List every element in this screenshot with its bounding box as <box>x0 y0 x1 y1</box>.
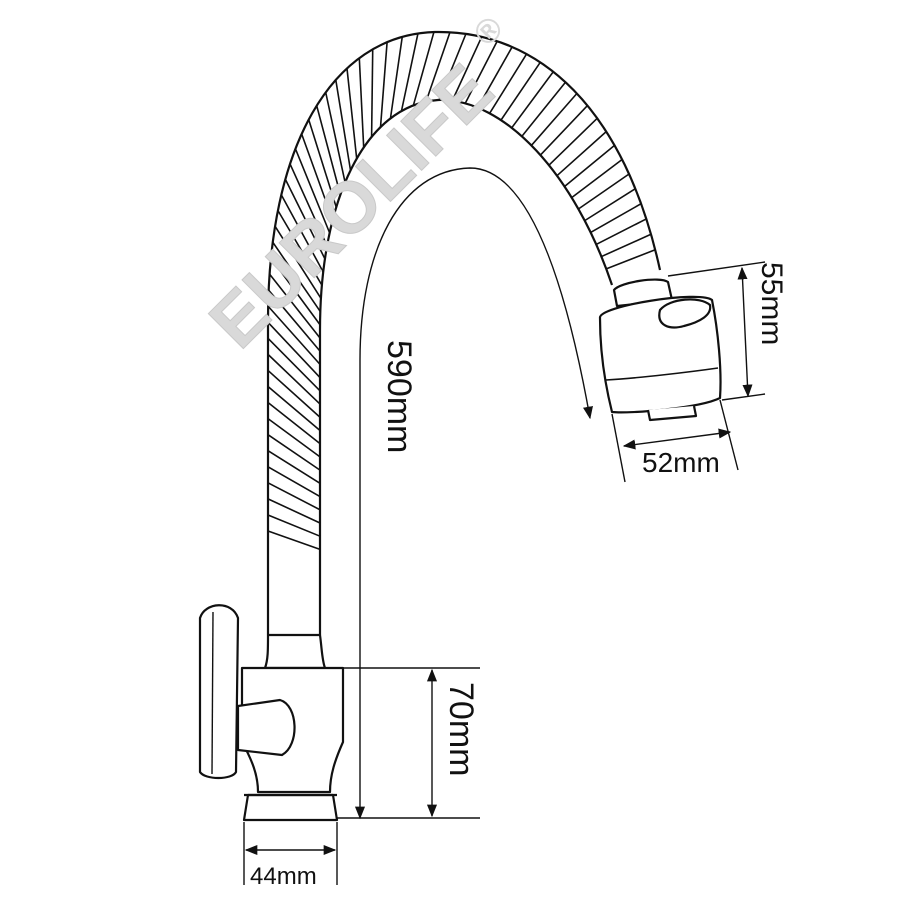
hose-rib <box>438 33 467 101</box>
hose-rib <box>605 249 656 270</box>
faucet-drawing <box>198 30 722 822</box>
label-body-height: 70mm <box>442 682 480 776</box>
label-head-height: 55mm <box>755 262 788 345</box>
hose-rib <box>268 289 321 352</box>
hose-rib <box>267 466 321 498</box>
watermark-brand: EUROLIFE <box>195 49 509 363</box>
label-head-width: 52mm <box>642 447 720 478</box>
watermark-registered-mark: ® <box>466 9 511 54</box>
hose-rib <box>324 92 346 183</box>
hose-rib <box>267 498 321 524</box>
hose-rib <box>379 42 388 128</box>
dim-head-top-ext <box>667 261 766 277</box>
hose-rib <box>267 417 321 458</box>
hose-rib <box>277 210 323 286</box>
hose-rib <box>267 353 321 405</box>
hose-rib <box>488 53 528 114</box>
spray-head-body <box>598 295 722 414</box>
hose-rib <box>539 105 589 156</box>
base-flange <box>242 793 339 822</box>
lever-handle[interactable] <box>198 604 240 780</box>
hose-rib <box>270 257 321 326</box>
dim-total-height-line <box>354 167 593 820</box>
hose-rib <box>267 385 321 432</box>
watermark: EUROLIFE ® <box>194 9 511 364</box>
hose-rib <box>307 119 337 208</box>
hose-rib <box>590 203 642 234</box>
hose-rib <box>477 46 513 109</box>
hose-rib <box>334 79 352 171</box>
hose-rib <box>272 241 321 312</box>
dimension-labels: 590mm 70mm 44mm 55mm 52mm <box>250 262 788 890</box>
hose-rib <box>548 117 598 166</box>
hose-corrugation <box>267 31 656 551</box>
dim-head-bottom-ext <box>721 393 766 401</box>
hose-rib <box>346 68 358 159</box>
hose-rib <box>511 71 554 129</box>
hose-rib <box>370 49 374 137</box>
hose-rib <box>564 144 616 188</box>
spray-outlet <box>646 405 698 422</box>
hose-rib <box>289 163 328 247</box>
hose-rib <box>315 105 342 195</box>
hose-rib <box>267 450 321 484</box>
hose-rib <box>267 530 321 551</box>
hose-rib <box>451 36 483 102</box>
hose-rib <box>595 218 647 246</box>
hose-rib <box>556 130 607 177</box>
hose-rib <box>464 40 498 104</box>
dim-head-left-ext <box>611 413 626 483</box>
dim-head-height-line <box>737 266 753 398</box>
hose-rib <box>571 158 623 199</box>
hose-rib <box>425 32 451 102</box>
hose-rib <box>284 178 326 260</box>
hose-rib <box>530 92 578 146</box>
spray-head-band <box>605 367 719 381</box>
hose-rib <box>300 133 334 221</box>
hose-rib <box>584 188 636 222</box>
hose-rib <box>294 148 331 234</box>
hose-rib <box>601 233 652 258</box>
dim-head-width-line <box>622 428 732 450</box>
hose-rib <box>280 194 324 273</box>
hose-rib <box>268 273 321 339</box>
handle-hub <box>236 698 296 757</box>
hose-rib <box>267 514 321 537</box>
hose-rib <box>267 305 321 365</box>
hose-rib <box>400 33 419 112</box>
dimension-lines <box>243 167 766 885</box>
hose-rib <box>274 225 322 299</box>
hose-rib <box>577 173 630 210</box>
hose-rib <box>267 321 321 379</box>
hose-rib <box>521 81 567 137</box>
hose-rib <box>412 31 435 106</box>
hose-rib <box>267 434 321 471</box>
hose-rib <box>500 61 541 121</box>
dim-head-right-ext <box>719 399 739 471</box>
hose-rib <box>267 369 321 418</box>
hose-rib <box>267 482 321 511</box>
spray-mode-button[interactable] <box>658 298 712 329</box>
hose-inner-edge <box>318 98 614 635</box>
hose-rib <box>267 337 321 392</box>
lever-handle-edge <box>211 611 214 775</box>
neck-collar <box>263 633 327 670</box>
label-base-width: 44mm <box>250 863 317 890</box>
hose-rib <box>267 401 321 445</box>
hose-rib <box>389 36 404 119</box>
hose-rib <box>358 58 365 148</box>
label-total-height: 590mm <box>380 340 418 453</box>
